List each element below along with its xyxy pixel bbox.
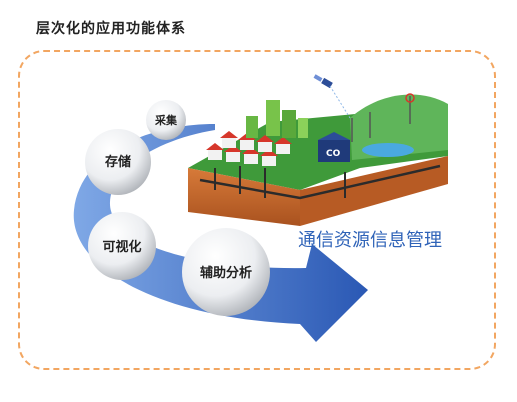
stage-collect-label: 采集 — [154, 113, 178, 127]
page-title: 层次化的应用功能体系 — [36, 21, 186, 37]
landscape-illustration: CO — [188, 74, 448, 226]
stage-visualize: 可视化 — [88, 212, 156, 280]
diagram-frame — [18, 50, 496, 370]
stage-collect: 采集 — [146, 100, 186, 140]
building-label: CO — [326, 149, 341, 159]
diagram-caption: 通信资源信息管理 — [298, 230, 442, 251]
satellite-icon — [313, 74, 351, 119]
stage-assist: 辅助分析 — [182, 228, 270, 316]
stage-store-label: 存储 — [105, 154, 131, 170]
process-arrow — [73, 124, 369, 342]
stage-store: 存储 — [85, 129, 151, 195]
stage-visualize-label: 可视化 — [102, 239, 141, 255]
stage-assist-label: 辅助分析 — [200, 265, 252, 281]
